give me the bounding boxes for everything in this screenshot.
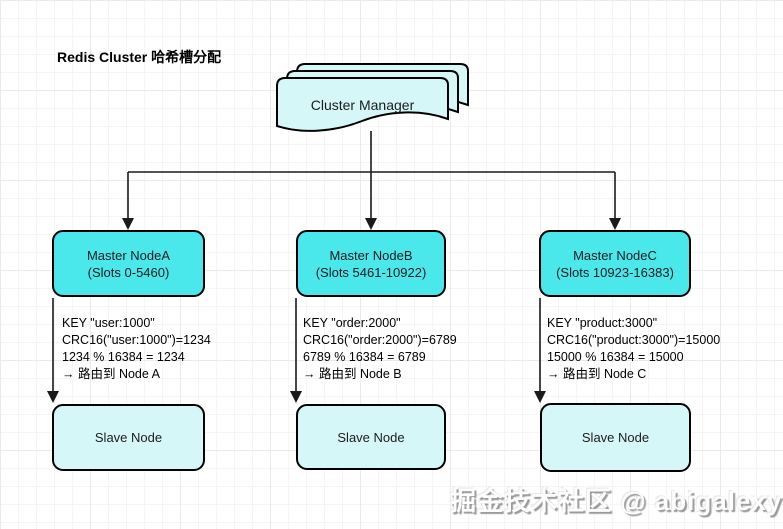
master-node-c-name: Master NodeC (573, 247, 657, 263)
master-node-c-slots: (Slots 10923-16383) (556, 264, 674, 280)
routing-note-c: KEY "product:3000" CRC16("product:3000")… (547, 315, 720, 383)
arrowhead-master-b-icon (365, 218, 377, 230)
arrowhead-master-c-icon (609, 218, 621, 230)
arrowhead-slave-a-icon (47, 391, 59, 403)
cluster-manager-label: Cluster Manager (310, 97, 415, 113)
routing-note-a: KEY "user:1000" CRC16("user:1000")=1234 … (62, 315, 211, 383)
master-node-c: Master NodeC (Slots 10923-16383) (539, 230, 691, 297)
routing-note-b-line3: 6789 % 16384 = 6789 (303, 350, 426, 364)
routing-note-a-line4: → 路由到 Node A (62, 367, 160, 381)
slave-node-b: Slave Node (296, 404, 446, 470)
routing-note-a-line2: CRC16("user:1000")=1234 (62, 333, 211, 347)
routing-note-b-line1: KEY "order:2000" (303, 316, 401, 330)
routing-note-c-line1: KEY "product:3000" (547, 316, 658, 330)
arrowhead-master-a-icon (122, 218, 134, 230)
master-node-b-name: Master NodeB (329, 247, 413, 263)
routing-note-b-line2: CRC16("order:2000")=6789 (303, 333, 457, 347)
master-node-a-slots: (Slots 0-5460) (87, 264, 170, 280)
master-node-b-slots: (Slots 5461-10922) (315, 264, 427, 280)
slave-node-c: Slave Node (540, 403, 691, 472)
slave-node-b-label: Slave Node (337, 429, 405, 445)
slave-node-c-label: Slave Node (581, 430, 650, 445)
arrowhead-slave-b-icon (290, 391, 302, 403)
watermark: 掘金技术社区 @ abigalexy (450, 486, 783, 516)
slave-node-a-label: Slave Node (94, 430, 163, 445)
routing-note-a-line3: 1234 % 16384 = 1234 (62, 350, 185, 364)
routing-note-c-line4: → 路由到 Node C (547, 367, 647, 381)
master-node-a: Master NodeA (Slots 0-5460) (52, 230, 205, 297)
routing-note-c-line2: CRC16("product:3000")=15000 (547, 333, 721, 347)
routing-note-c-line3: 15000 % 16384 = 15000 (547, 350, 684, 364)
routing-note-b-line4: → 路由到 Node B (303, 367, 402, 381)
master-node-a-name: Master NodeA (86, 247, 171, 263)
master-node-b: Master NodeB (Slots 5461-10922) (296, 230, 446, 297)
routing-note-b: KEY "order:2000" CRC16("order:2000")=678… (303, 315, 457, 383)
page-title: Redis Cluster 哈希槽分配 (57, 49, 222, 65)
arrowhead-slave-c-icon (534, 391, 546, 403)
routing-note-a-line1: KEY "user:1000" (62, 316, 155, 330)
slave-node-a: Slave Node (52, 404, 205, 471)
